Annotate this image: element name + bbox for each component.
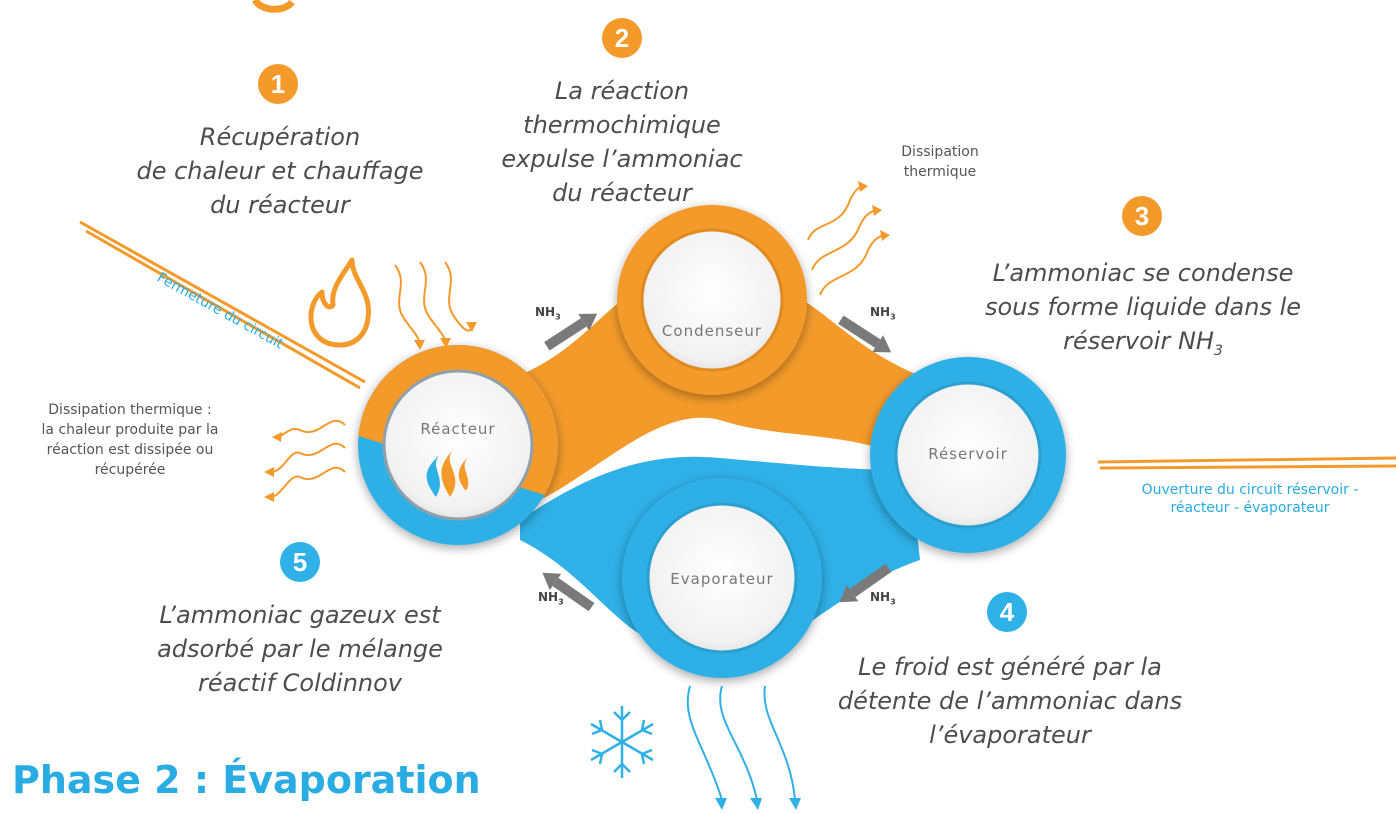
fermeture-line <box>79 220 366 390</box>
nh3-label: NH3 <box>870 590 896 607</box>
node-label-condenseur: Condenseur <box>661 322 763 340</box>
nh3-label: NH3 <box>538 590 564 607</box>
nh3-label: NH3 <box>535 305 561 322</box>
heat-wave-icon <box>807 181 890 296</box>
step-1-badge: 1 <box>258 64 298 104</box>
title-fragment <box>251 0 295 13</box>
step-3-badge: 3 <box>1122 196 1162 236</box>
heat-wave-icon <box>394 261 477 350</box>
heat-wave-icon <box>264 419 346 502</box>
flame-icon <box>308 257 372 348</box>
phase-title: Phase 2 : Évaporation <box>12 758 481 802</box>
step-5-badge: 5 <box>280 542 320 582</box>
cold-flow-icon <box>686 685 801 810</box>
heat-logo-icon <box>426 449 469 497</box>
step-4-badge: 4 <box>987 592 1027 632</box>
evaporateur-node <box>622 478 822 678</box>
reservoir-node <box>870 357 1066 553</box>
ouverture-note: Ouverture du circuit réservoir -réacteur… <box>1141 482 1359 516</box>
condenseur-node <box>617 205 807 395</box>
node-label-reacteur: Réacteur <box>420 420 496 438</box>
dissipation-left-note: Dissipation thermique :la chaleur produi… <box>41 402 219 478</box>
ouverture-line <box>1097 456 1396 470</box>
step-2-badge: 2 <box>602 18 642 58</box>
orange-band <box>520 290 930 500</box>
nh3-arrows <box>542 313 892 612</box>
node-label-evaporateur: Evaporateur <box>670 570 774 588</box>
snowflake-icon <box>590 706 654 778</box>
node-label-reservoir: Réservoir <box>928 445 1008 463</box>
nh3-label: NH3 <box>870 305 896 322</box>
